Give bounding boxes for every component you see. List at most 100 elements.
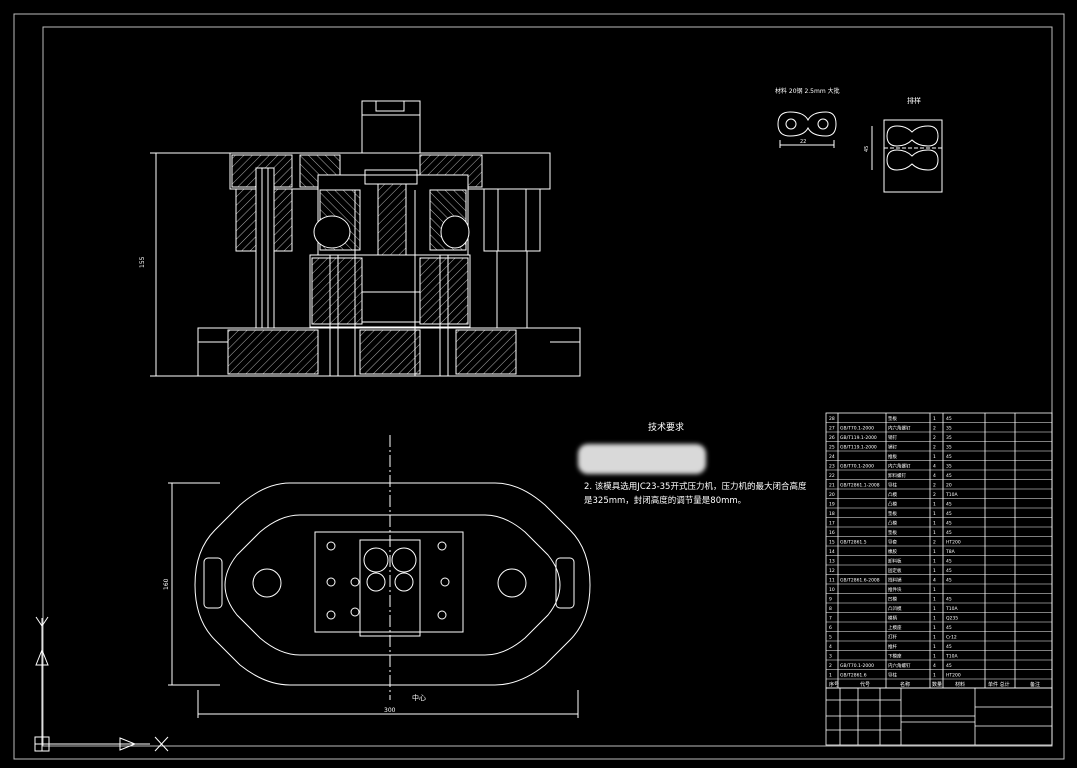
bom-cell-qty: 4 xyxy=(933,464,936,470)
layout-label: 排样 xyxy=(907,96,921,105)
bom-cell-name: 下模座 xyxy=(888,653,902,660)
bom-cell-mat: T10A xyxy=(945,654,958,660)
bom-cell-qty: 1 xyxy=(933,521,936,527)
bom-cell-no: 14 xyxy=(829,549,835,555)
bom-cell-mat: 45 xyxy=(946,559,952,565)
bom-cell-qty: 1 xyxy=(933,606,936,612)
bom-cell-mat: T10A xyxy=(945,492,958,498)
bom-cell-no: 22 xyxy=(829,473,835,479)
bom-cell-no: 17 xyxy=(829,521,835,527)
bom-cell-mat: 35 xyxy=(946,445,952,451)
bom-cell-mat: 45 xyxy=(946,416,952,422)
part-note: 材料 20钢 2.5mm 大批 xyxy=(775,87,840,95)
tech-requirements-title: 技术要求 xyxy=(648,423,685,433)
bom-cell-name: 导柱 xyxy=(888,672,897,679)
bom-cell-std: GB/T2861.1-2008 xyxy=(840,483,880,489)
plan-view xyxy=(168,435,591,718)
bom-cell-no: 1 xyxy=(829,673,832,679)
bom-cell-no: 3 xyxy=(829,654,832,660)
bom-cell-qty: 1 xyxy=(933,587,936,593)
bom-cell-qty: 1 xyxy=(933,530,936,536)
bom-cell-mat: 45 xyxy=(946,568,952,574)
bom-cell-no: 24 xyxy=(829,454,835,460)
bom-cell-qty: 2 xyxy=(933,540,936,546)
bom-header-mat: 材料 xyxy=(955,681,965,688)
bom-cell-name: 垫板 xyxy=(888,510,897,517)
bom-cell-name: 销钉 xyxy=(888,434,897,441)
bom-cell-name: 导套 xyxy=(888,539,897,546)
bom-cell-no: 10 xyxy=(829,587,835,593)
bom-cell-mat: 45 xyxy=(946,578,952,584)
bom-cell-std: GB/T119.1-2000 xyxy=(840,445,877,451)
bom-cell-qty: 2 xyxy=(933,483,936,489)
bom-cell-name: 推件块 xyxy=(888,586,902,593)
bom-cell-no: 20 xyxy=(829,492,835,498)
bom-cell-no: 13 xyxy=(829,559,835,565)
bom-cell-mat: 45 xyxy=(946,597,952,603)
bom-cell-no: 6 xyxy=(829,625,832,631)
bom-cell-qty: 1 xyxy=(933,549,936,555)
bom-cell-mat: 35 xyxy=(946,464,952,470)
inner-border xyxy=(42,26,1053,747)
bom-cell-name: 推杆 xyxy=(888,643,897,650)
bom-cell-mat: 45 xyxy=(946,521,952,527)
bom-cell-mat: 45 xyxy=(946,502,952,508)
part-drawing xyxy=(777,111,837,148)
bom-cell-qty: 2 xyxy=(933,492,936,498)
bom-cell-qty: 1 xyxy=(933,654,936,660)
bom-cell-name: 凸模 xyxy=(888,491,897,498)
bom-cell-std: GB/T70.1-2000 xyxy=(840,426,874,432)
bom-cell-name: 内六角螺钉 xyxy=(888,662,911,669)
bom-cell-qty: 1 xyxy=(933,502,936,508)
bom-cell-no: 8 xyxy=(829,606,832,612)
bom-cell-qty: 2 xyxy=(933,426,936,432)
bom-cell-name: 卸料板 xyxy=(888,558,902,565)
bom-cell-mat: 45 xyxy=(946,530,952,536)
bom-cell-no: 27 xyxy=(829,426,835,432)
bom-cell-qty: 1 xyxy=(933,416,936,422)
bom-cell-qty: 4 xyxy=(933,578,936,584)
bom-cell-no: 11 xyxy=(829,578,835,584)
bom-cell-std: GB/T70.1-2000 xyxy=(840,464,874,470)
bom-header-note: 备注 xyxy=(1030,681,1040,688)
bom-cell-name: 垫板 xyxy=(888,415,897,422)
bom-cell-std: GB/T2861.6 xyxy=(840,673,867,679)
bom-cell-no: 15 xyxy=(829,540,835,546)
bom-cell-std: GB/T70.1-2000 xyxy=(840,663,874,669)
front-section-view xyxy=(150,100,581,377)
bom-header-std: 代号 xyxy=(860,681,870,688)
bom-header-name: 名称 xyxy=(900,681,910,688)
bom-row-lines xyxy=(826,422,1052,680)
bom-cell-qty: 1 xyxy=(933,511,936,517)
strip-layout xyxy=(871,119,943,193)
tech-requirements-note: 2. 该模具选用JC23-35开式压力机，压力机的最大闭合高度是325mm，封闭… xyxy=(584,482,807,506)
bom-cell-no: 9 xyxy=(829,597,832,603)
bom-cell-qty: 1 xyxy=(933,568,936,574)
bom-cell-name: 卸料螺钉 xyxy=(888,472,906,479)
bom-header-weight: 单件 总计 xyxy=(988,681,1010,688)
bom-cell-qty: 4 xyxy=(933,663,936,669)
redacted-line xyxy=(578,444,706,474)
bom-cell-mat: Q235 xyxy=(946,616,958,622)
bom-cell-std: GB/T2861.5 xyxy=(840,540,867,546)
bom-cell-name: 凸模 xyxy=(888,501,897,508)
plan-width-dim: 300 xyxy=(384,707,396,714)
ucs-icon xyxy=(34,616,169,752)
bom-cell-qty: 2 xyxy=(933,445,936,451)
bom-header-qty: 数量 xyxy=(932,681,942,688)
bom-cell-name: 推板 xyxy=(888,453,897,460)
title-block xyxy=(825,687,1053,746)
plan-height-dim: 160 xyxy=(163,578,170,590)
bom-cell-no: 18 xyxy=(829,511,835,517)
bom-cell-name: 垫板 xyxy=(888,529,897,536)
bom-cell-name: 橡胶 xyxy=(888,548,897,555)
bom-cell-no: 23 xyxy=(829,464,835,470)
bom-header-no: 序号 xyxy=(829,681,839,688)
bom-cell-mat: 45 xyxy=(946,644,952,650)
bom-cell-qty: 1 xyxy=(933,597,936,603)
bom-cell-no: 16 xyxy=(829,530,835,536)
blank-height-dim: 45 xyxy=(864,146,870,152)
bom-cell-qty: 1 xyxy=(933,616,936,622)
